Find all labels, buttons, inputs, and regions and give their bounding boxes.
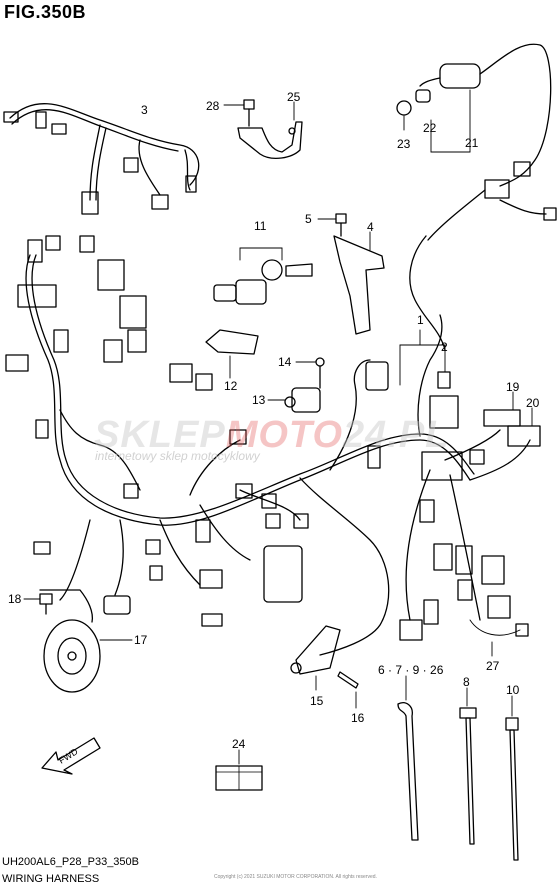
callout-23[interactable]: 23 [397,137,411,151]
callout-13[interactable]: 13 [252,393,266,407]
callout-18[interactable]: 18 [8,592,22,606]
fwd-arrow-icon [41,737,101,775]
callout-10[interactable]: 10 [506,683,520,697]
part-14-screw [295,357,325,389]
watermark-brand: SKLEP [94,414,226,456]
part-6-7-9-26-tie [397,675,419,841]
part-10-tie [505,695,519,861]
callout-16[interactable]: 16 [351,711,365,725]
watermark-suffix: 24.PL [343,414,450,456]
part-28-bolt [223,99,255,127]
callout-3[interactable]: 3 [141,103,148,117]
callout-12[interactable]: 12 [224,379,238,393]
callout-2[interactable]: 2 [441,340,448,354]
part-22-cap [415,89,431,103]
figure-name: WIRING HARNESS [2,873,100,885]
part-15-switch [290,625,341,691]
part-17-horn [39,589,133,693]
copyright-note: Copyright (c) 2021 SUZUKI MOTOR CORPORAT… [214,874,377,880]
callout-21[interactable]: 21 [465,136,479,150]
part-4-bracket [333,231,385,335]
callout-27[interactable]: 27 [486,659,500,673]
part-23-plug [396,100,412,131]
callout-5[interactable]: 5 [305,212,312,226]
callout-19[interactable]: 19 [506,380,520,394]
callout-22[interactable]: 22 [423,121,437,135]
part-13-switch [267,387,321,413]
part-5-screw [317,213,347,237]
callout-11[interactable]: 11 [254,219,267,233]
part-8-tie [459,687,477,845]
callout-24[interactable]: 24 [232,737,246,751]
watermark-logo: SKLEPMOTO24.PL [94,414,449,457]
part-3-sub-harness [3,103,200,215]
part-1-main-harness [5,235,541,657]
callout-8[interactable]: 8 [463,675,470,689]
figure-title: FIG.350B [4,2,87,22]
watermark-subtitle: internetowy sklep motocyklowy [95,449,260,463]
callout-15[interactable]: 15 [310,694,324,708]
part-11-socket [213,247,313,305]
callout-1[interactable]: 1 [417,313,424,327]
callout-6-7-9-26[interactable]: 6 · 7 · 9 · 26 [378,663,444,677]
part-21-harness [419,43,557,241]
part-12-pad [205,329,259,379]
callout-28[interactable]: 28 [206,99,220,113]
part-18-bolt [23,593,53,615]
callout-4[interactable]: 4 [367,220,374,234]
figure-code: UH200AL6_P28_P33_350B [2,856,140,868]
part-16-screw [337,671,359,709]
callout-17[interactable]: 17 [134,633,148,647]
part-24-label [215,749,263,791]
callout-20[interactable]: 20 [526,396,540,410]
callout-14[interactable]: 14 [278,355,292,369]
part-25-bracket [237,101,303,160]
watermark-accent: MOTO [225,414,343,456]
callout-25[interactable]: 25 [287,90,301,104]
